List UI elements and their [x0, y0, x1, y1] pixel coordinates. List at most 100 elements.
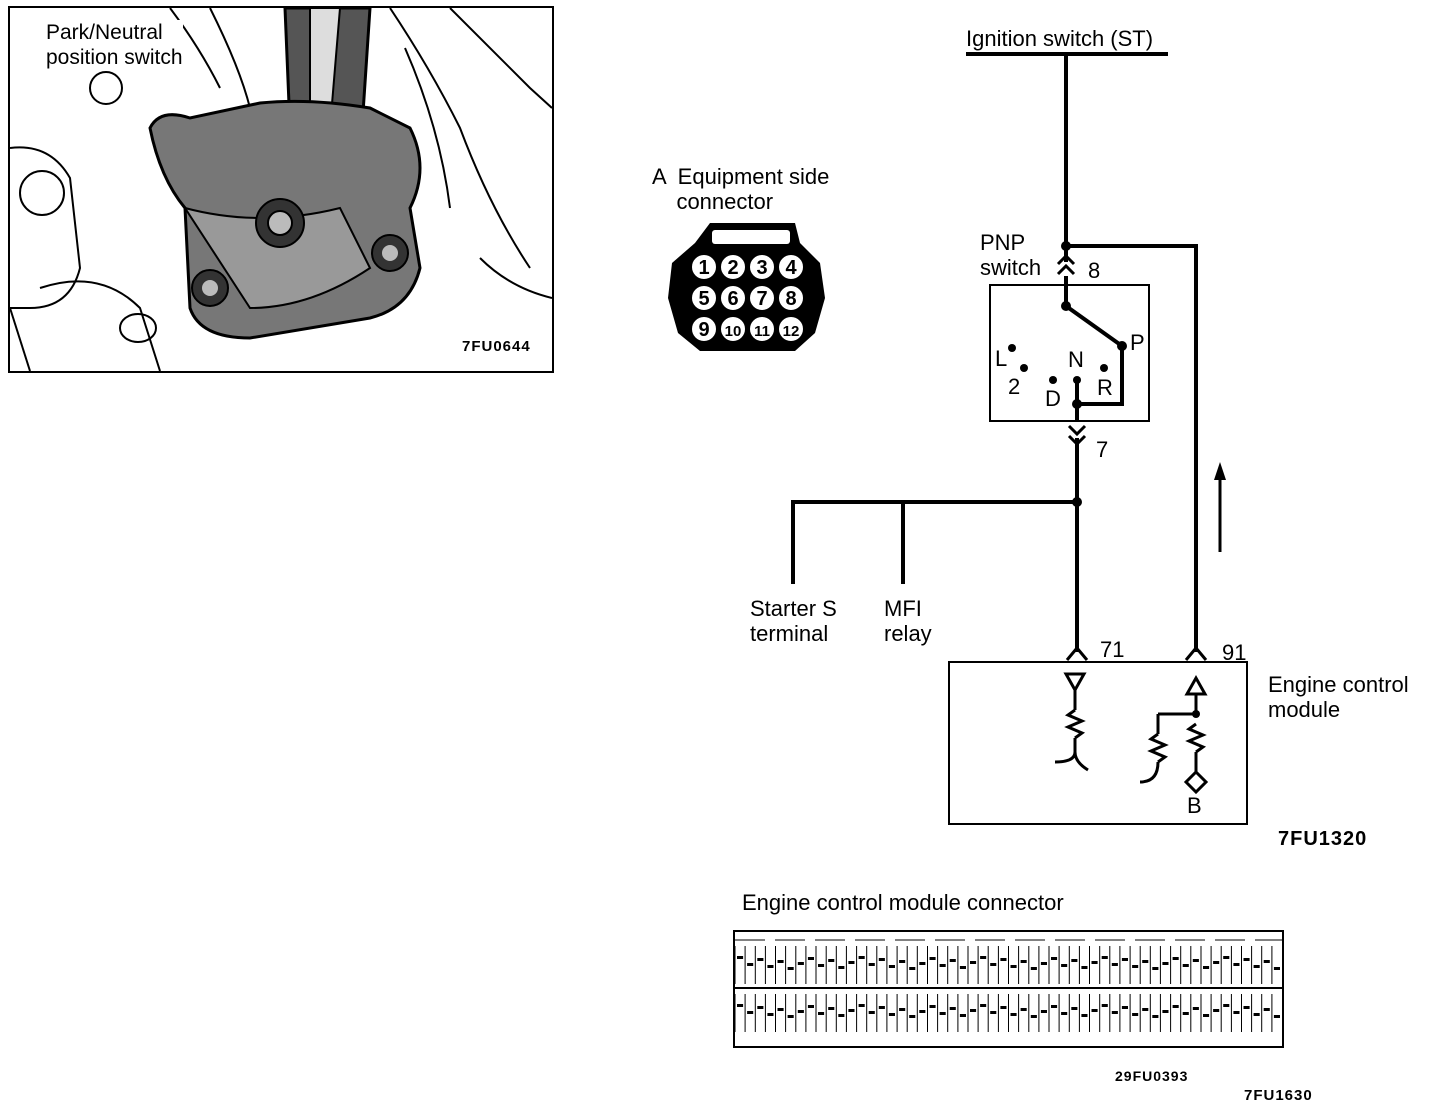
ecm-pin-mark [1243, 1006, 1250, 1009]
ecm-pin-mark [787, 1015, 794, 1018]
connector-pin [719, 253, 747, 281]
ecm-pin-mark [1273, 967, 1280, 970]
ecm-pin-mark [1040, 962, 1047, 965]
junction-dot [1192, 710, 1200, 718]
ecm-pin-mark [1152, 967, 1159, 970]
ecm-pin-mark [767, 965, 774, 968]
connector-pin-number: 9 [698, 319, 709, 341]
ecm-pin-mark [757, 1006, 764, 1009]
connector-pin-number: 3 [756, 257, 767, 279]
pnp-switch-illustration [10, 8, 552, 371]
ecm-pin-mark [1000, 1006, 1007, 1009]
ecm-pin-mark [1263, 960, 1270, 963]
terminal-91-label: 91 [1222, 640, 1247, 665]
ecm-pin-mark [878, 958, 885, 961]
connector-pin [777, 284, 805, 312]
ecm-label: Engine control module [1268, 672, 1409, 722]
ecm-pin-mark [1162, 962, 1169, 965]
terminal-7-label: 7 [1096, 437, 1109, 462]
ecm-input-circuit-71 [1054, 672, 1089, 772]
ecm-connector-title: Engine control module connector [742, 890, 1064, 915]
ecm-pin-mark [807, 1005, 814, 1008]
ecm-pin-mark [990, 963, 997, 966]
ecm-pin-mark [1192, 1007, 1199, 1010]
ecm-pin-mark [1051, 1005, 1058, 1008]
connector-pin-number: 10 [725, 323, 742, 340]
ecm-pin-mark [1172, 1005, 1179, 1008]
ecm-connector-pinout [733, 930, 1284, 1048]
connector-pin-number: 2 [727, 257, 738, 279]
position-2-label: 2 [1008, 374, 1021, 399]
connector-pin-number: 6 [727, 288, 738, 310]
ecm-connector-pin-grid [734, 939, 1282, 1032]
ecm-pin-mark [909, 1015, 916, 1018]
ecm-pin-mark [929, 957, 936, 960]
ecm-pin-mark [1010, 965, 1017, 968]
ecm-pin-mark [939, 1012, 946, 1015]
position-d-label: D [1045, 386, 1061, 411]
n-contact-dot [1073, 376, 1081, 384]
ecm-pin-mark [818, 964, 825, 967]
position-p-label: P [1130, 330, 1145, 355]
ecm-box [948, 661, 1248, 825]
junction-dot [1072, 497, 1082, 507]
connector-pin [690, 315, 718, 343]
ecm-pin-mark [1071, 959, 1078, 962]
ecm-pin-mark [1142, 1008, 1149, 1011]
ecm-pin-mark [858, 956, 865, 959]
ecm-pin-mark [949, 1007, 956, 1010]
terminal-71-label: 71 [1100, 637, 1125, 662]
ecm-pin-mark [777, 1008, 784, 1011]
ignition-switch-label: Ignition switch (ST) [966, 26, 1154, 51]
ecm-pin-mark [1121, 958, 1128, 961]
junction-dot [1061, 241, 1071, 251]
connector-title: A Equipment side connector [652, 164, 830, 214]
ecm-pin-mark [1091, 1009, 1098, 1012]
connector-pin-number: 12 [783, 323, 800, 340]
ecm-pin-mark [939, 964, 946, 967]
ecm-pin-mark [1152, 1015, 1159, 1018]
connector-pin [777, 253, 805, 281]
ecm-pin-mark [1253, 1013, 1260, 1016]
pnp-switch-photo: Park/Neutral position switch 7FU0644 [8, 6, 554, 373]
2-contact-dot [1020, 364, 1028, 372]
connector-pin [748, 253, 776, 281]
connector-pin-number: 11 [754, 323, 770, 340]
connector-pin-number: 5 [698, 288, 709, 310]
ecm-pin-mark [1081, 1014, 1088, 1017]
ecm-pin-mark [909, 967, 916, 970]
ecm-pin-mark [747, 963, 754, 966]
ecm-pin-mark [1263, 1008, 1270, 1011]
terminal-71-connector-symbol [1065, 645, 1089, 661]
ecm-pin-mark [1132, 965, 1139, 968]
ecm-pin-mark [1101, 1004, 1108, 1007]
ecm-pin-mark [919, 1010, 926, 1013]
ecm-pin-mark [888, 965, 895, 968]
ecm-pin-mark [1233, 963, 1240, 966]
ecm-pin-mark [1030, 1015, 1037, 1018]
ecm-pin-mark [868, 1011, 875, 1014]
pnp-switch-label: PNP switch [980, 230, 1042, 280]
connector-pin [748, 315, 776, 343]
ecm-pin-mark [838, 1014, 845, 1017]
connector-pin-number: 8 [785, 288, 796, 310]
ecm-pin-mark [737, 956, 744, 959]
ecm-pin-mark [1051, 957, 1058, 960]
ecm-pin-mark [980, 1004, 987, 1007]
ecm-pin-mark [1203, 1014, 1210, 1017]
current-direction-arrow [1214, 462, 1226, 552]
ecm-pin-mark [899, 960, 906, 963]
ecm-pin-mark [1111, 1011, 1118, 1014]
terminal-7-connector-symbol [1067, 424, 1087, 447]
ecm-pin-mark [959, 1014, 966, 1017]
ecm-pin-mark [787, 967, 794, 970]
pnp-switch-arm [1063, 303, 1125, 349]
ecm-pin-mark [1182, 1012, 1189, 1015]
ecm-pin-mark [980, 956, 987, 959]
r-contact-dot [1100, 364, 1108, 372]
connector-pin-number: 1 [698, 257, 709, 279]
ecm-pin-mark [990, 1011, 997, 1014]
ecm-connector-figure-code-2: 7FU1630 [1244, 1087, 1313, 1104]
